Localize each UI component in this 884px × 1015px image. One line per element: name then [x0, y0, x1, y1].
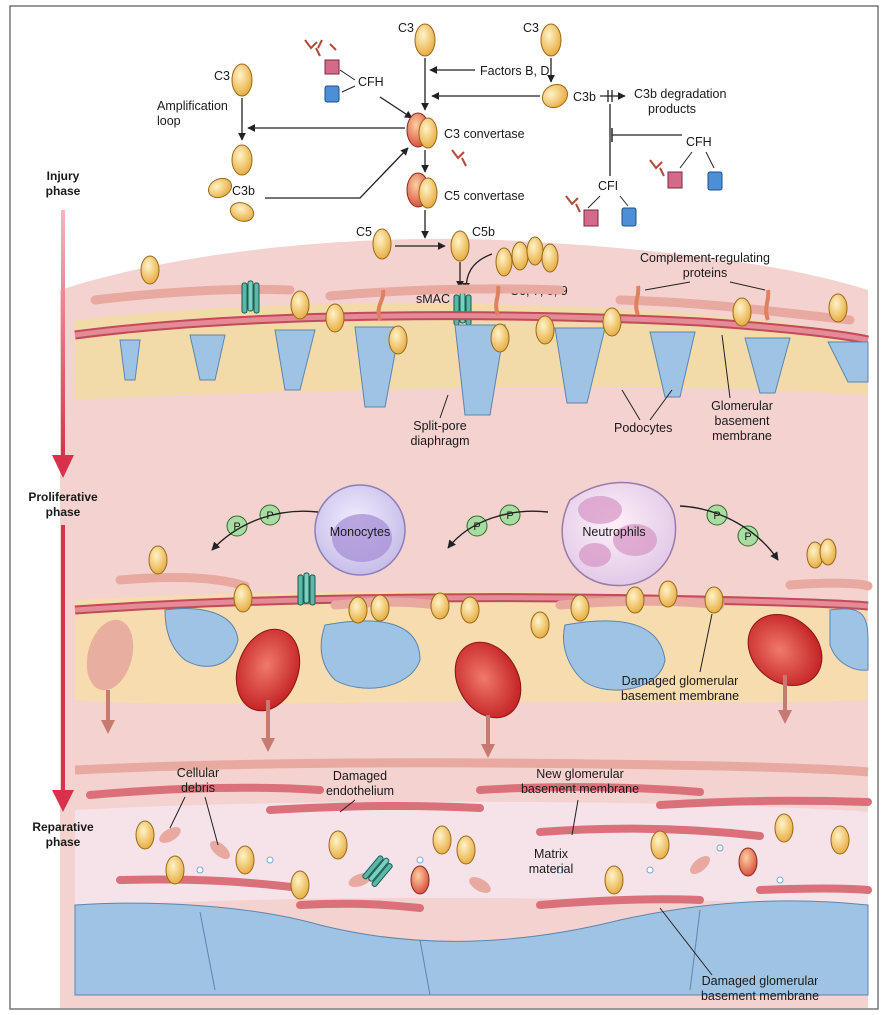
c3-molecule	[541, 24, 561, 56]
regulator-protein-icon	[325, 86, 339, 102]
regulator-protein-icon	[622, 208, 636, 226]
c3-molecule	[232, 145, 252, 175]
regulator-protein-icon	[325, 60, 339, 74]
c6-9-molecule	[542, 244, 558, 272]
c5b-molecule	[451, 231, 469, 261]
regulator-protein-icon	[584, 210, 598, 226]
p-label: P	[744, 531, 751, 543]
c3b-right-label: C3b	[573, 90, 596, 104]
neutrophils-label: Neutrophils	[582, 525, 645, 539]
cfh-right-label: CFH	[686, 135, 712, 149]
c5-label: C5	[356, 225, 372, 239]
cfi-label: CFI	[598, 179, 618, 193]
c3-convertase-label: C3 convertase	[444, 127, 525, 141]
regulator-protein-icon	[708, 172, 722, 190]
c3b-left-label: C3b	[232, 184, 255, 198]
c5-convertase-molecule	[419, 178, 437, 208]
c3-convertase-molecule	[419, 118, 437, 148]
c5b-label: C5b	[472, 225, 495, 239]
monocytes-label: Monocytes	[330, 525, 390, 539]
factors-bd-label: Factors B, D	[480, 64, 549, 78]
c5-molecule	[373, 229, 391, 259]
c3-top-label: C3	[398, 21, 414, 35]
p-label: P	[713, 510, 720, 522]
c3-right-label: C3	[523, 21, 539, 35]
smac-complex-icon	[454, 293, 471, 325]
podocytes-label: Podocytes	[614, 421, 672, 435]
regulator-protein-icon	[668, 172, 682, 188]
c5-convertase-label: C5 convertase	[444, 189, 525, 203]
c3-left-label: C3	[214, 69, 230, 83]
c6-9-molecule	[512, 242, 528, 270]
c3-molecule	[415, 24, 435, 56]
c3-molecule	[232, 64, 252, 96]
cfh-top-label: CFH	[358, 75, 384, 89]
p-label: P	[506, 510, 513, 522]
c6-9-molecule	[496, 248, 512, 276]
c6-9-molecule	[527, 237, 543, 265]
